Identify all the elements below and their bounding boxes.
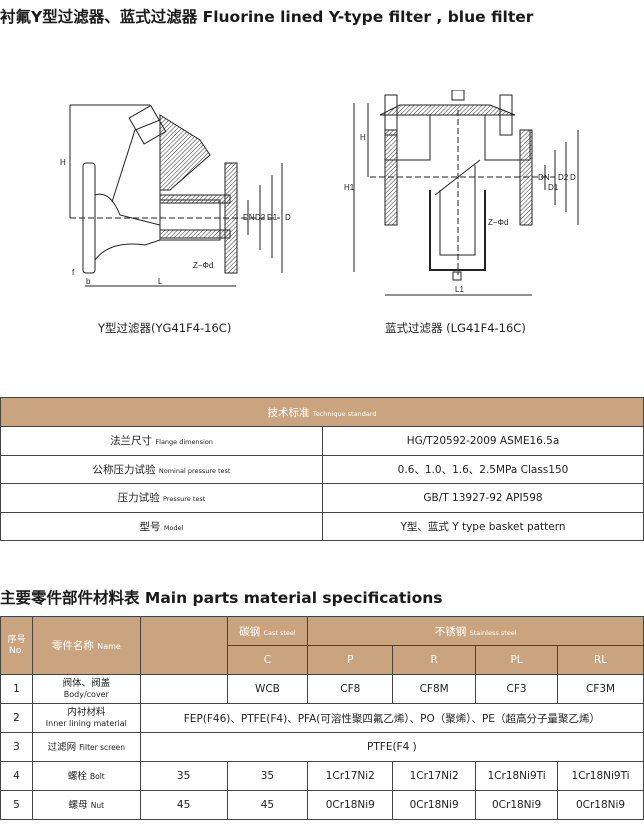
dim-D1: D1 [548,183,559,192]
dim-H: H [360,133,366,142]
section-title-materials: 主要零件部件材料表 Main parts material specificat… [0,589,443,607]
dim-L1: L1 [455,285,464,294]
tech-header: 技术标准 Technique standard [0,397,644,427]
dim-DN: DN [538,173,550,182]
technique-standard-table: 技术标准 Technique standard 法兰尺寸 Flange dime… [0,397,644,541]
dim-D2: D2 [255,213,266,222]
y-filter-caption: Y型过滤器(YG41F4-16C) [98,321,232,335]
dim-f: f [72,268,75,277]
dim-L: L [158,277,163,286]
dim-D2: D2 [558,173,569,182]
section-title-filters: 衬氟Y型过滤器、蓝式过滤器 Fluorine lined Y-type filt… [0,8,534,26]
dim-D: D [570,173,576,182]
basket-filter-caption: 蓝式过滤器 (LG41F4-16C) [385,321,526,335]
dim-H: H [60,158,66,167]
dim-Zd: Z−Φd [193,261,213,270]
dim-D: D [285,213,291,222]
y-filter-drawing: H DN D2 D1 D Z−Φd L b f [60,104,291,287]
dim-b: b [86,277,91,286]
dim-DN: DN [243,213,255,222]
dim-H1: H1 [344,183,355,192]
dim-D1: D1 [267,213,278,222]
dim-Zd: Z−Φd [488,218,508,227]
basket-filter-drawing: H H1 DN D1 D2 D Z−Φd L1 [344,90,579,296]
